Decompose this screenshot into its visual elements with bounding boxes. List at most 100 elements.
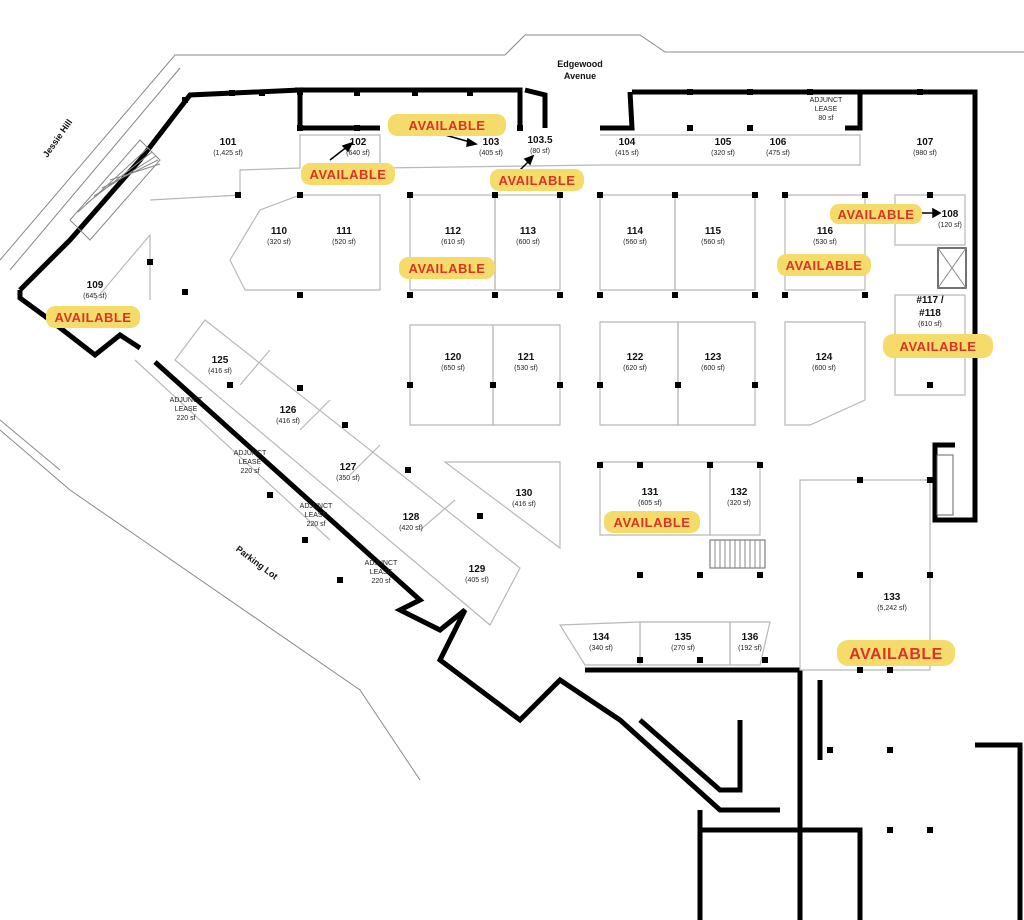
available-badge[interactable]: AVAILABLE	[883, 334, 993, 358]
unit-134[interactable]: 134 (340 sf)	[589, 632, 613, 652]
unit-area: (600 sf)	[812, 365, 836, 372]
unit-111[interactable]: 111 (520 sf)	[332, 226, 356, 246]
column	[887, 827, 893, 833]
unit-133[interactable]: 133(5,242 sf)	[877, 592, 907, 612]
available-badge-text: AVAILABLE	[409, 261, 486, 276]
unit-115[interactable]: 115(560 sf)	[701, 226, 725, 246]
unit-number: 124	[816, 352, 833, 363]
available-badge-text: AVAILABLE	[499, 173, 576, 188]
available-badge[interactable]: AVAILABLE	[301, 163, 395, 185]
available-badge-bg	[46, 306, 140, 328]
unit-122[interactable]: 122(620 sf)	[623, 352, 647, 372]
column	[235, 192, 241, 198]
unit-number: 136	[742, 632, 759, 643]
available-badge-text: AVAILABLE	[900, 339, 977, 354]
available-badges[interactable]: AVAILABLE AVAILABLE AVAILABLE AVAILABLE AVAI…	[46, 114, 993, 666]
column	[672, 292, 678, 298]
available-badge[interactable]: AVAILABLE	[399, 257, 495, 279]
unit-136[interactable]: 136(192 sf)	[738, 632, 762, 652]
column	[752, 192, 758, 198]
unit-113[interactable]: 113(600 sf)	[516, 226, 540, 246]
column	[752, 292, 758, 298]
unit-area: (610 sf)	[918, 321, 942, 328]
available-badge-bg	[830, 204, 922, 224]
unit-108[interactable]: 108(120 sf)	[938, 209, 962, 229]
unit-number: 122	[627, 352, 644, 363]
available-badge[interactable]: AVAILABLE	[830, 204, 922, 224]
available-badge[interactable]: AVAILABLE	[604, 511, 700, 533]
unit-106[interactable]: 106(475 sf)	[766, 137, 790, 157]
unit-number: 130	[516, 488, 533, 499]
unit-labels[interactable]: 101(1,425 sf) 102(640 sf) 103(405 sf) 103.5…	[83, 135, 962, 652]
unit-area: (340 sf)	[589, 645, 613, 652]
stair-core	[709, 247, 967, 569]
column	[927, 477, 933, 483]
available-badge[interactable]: AVAILABLE	[837, 640, 955, 666]
available-badge-text: AVAILABLE	[614, 515, 691, 530]
unit-130[interactable]: 130(416 sf)	[512, 488, 536, 508]
unit-number: 132	[731, 487, 748, 498]
exterior-walls	[17, 87, 1023, 920]
unit-104[interactable]: 104(415 sf)	[615, 137, 639, 157]
unit-103.5[interactable]: 103.5(80 sf)	[527, 135, 552, 155]
unit-126[interactable]: 126(416 sf)	[276, 405, 300, 425]
column	[405, 467, 411, 473]
unit-102[interactable]: 102(640 sf)	[346, 137, 370, 157]
available-badge-text: AVAILABLE	[55, 310, 132, 325]
unit-127[interactable]: 127(350 sf)	[336, 462, 360, 482]
available-badge[interactable]: AVAILABLE	[388, 114, 506, 136]
available-badge[interactable]: AVAILABLE	[777, 254, 871, 276]
column	[782, 192, 788, 198]
unit-128[interactable]: 128(420 sf)	[399, 512, 423, 532]
unit-number: 111	[336, 226, 352, 237]
unit-number: 115	[705, 226, 722, 237]
column	[747, 125, 753, 131]
available-badge-bg	[490, 169, 584, 191]
unit-123[interactable]: 123(600 sf)	[701, 352, 725, 372]
unit-110[interactable]: 110(320 sf)	[267, 226, 291, 246]
available-badge[interactable]: AVAILABLE	[490, 169, 584, 191]
column	[857, 667, 863, 673]
unit-number: 123	[705, 352, 722, 363]
unit-107[interactable]: 107(980 sf)	[913, 137, 937, 157]
unit-117[interactable]: #117 /#118(610 sf)	[916, 295, 943, 328]
unit-101[interactable]: 101(1,425 sf)	[213, 137, 243, 157]
unit-number: 125	[212, 355, 229, 366]
unit-131[interactable]: 131(605 sf)	[638, 487, 662, 507]
adjunct-lease-line: LEASE	[815, 106, 838, 113]
unit-112[interactable]: 112(610 sf)	[441, 226, 465, 246]
unit-121[interactable]: 121(530 sf)	[514, 352, 538, 372]
unit-number: 134	[593, 632, 610, 643]
unit-103[interactable]: 103(405 sf)	[479, 137, 503, 157]
available-badge-text: AVAILABLE	[838, 207, 915, 222]
unit-135[interactable]: 135(270 sf)	[671, 632, 695, 652]
column	[297, 292, 303, 298]
column	[597, 192, 603, 198]
column	[827, 747, 833, 753]
unit-132[interactable]: 132 (320 sf)	[727, 487, 751, 507]
available-badge[interactable]: AVAILABLE	[46, 306, 140, 328]
unit-area: (350 sf)	[336, 475, 360, 482]
unit-area: (320 sf)	[727, 500, 751, 507]
unit-area: (405 sf)	[465, 577, 489, 584]
unit-125[interactable]: 125(416 sf)	[208, 355, 232, 375]
unit-area: (605 sf)	[638, 500, 662, 507]
unit-area: (520 sf)	[332, 239, 356, 246]
unit-109[interactable]: 109(645 sf)	[83, 280, 107, 300]
unit-number: 114	[627, 226, 644, 237]
unit-124[interactable]: 124 (600 sf)	[812, 352, 836, 372]
column	[597, 292, 603, 298]
unit-105[interactable]: 105(320 sf)	[711, 137, 735, 157]
stair-jessie	[69, 139, 161, 241]
adjunct-lease-line: ADJUNCT	[170, 397, 203, 404]
unit-129[interactable]: 129(405 sf)	[465, 564, 489, 584]
column	[757, 462, 763, 468]
column	[862, 192, 868, 198]
unit-114[interactable]: 114(560 sf)	[623, 226, 647, 246]
column	[707, 462, 713, 468]
column	[637, 657, 643, 663]
unit-116[interactable]: 116(530 sf)	[813, 226, 837, 246]
unit-120[interactable]: 120(650 sf)	[441, 352, 465, 372]
column	[807, 89, 813, 95]
column	[917, 89, 923, 95]
